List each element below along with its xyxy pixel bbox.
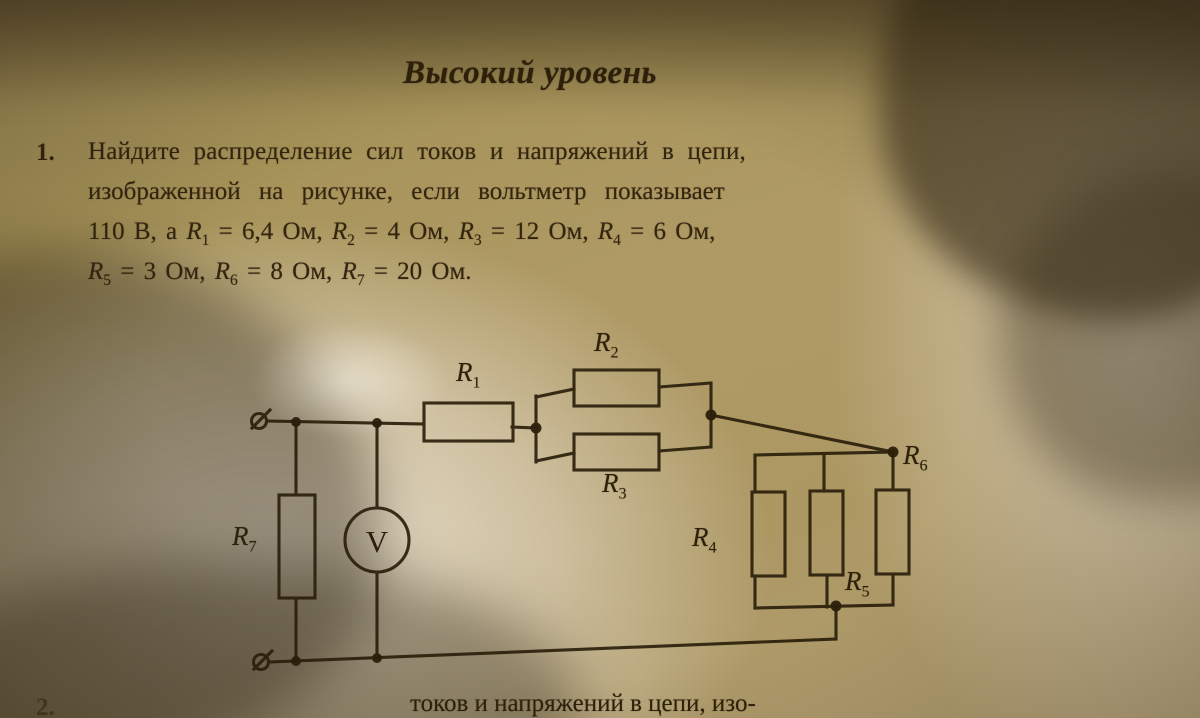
r4-symbol: R [598, 218, 613, 245]
junction-dot-parallel-bottom [830, 600, 842, 612]
problem-number: 1. [36, 139, 55, 167]
r5-subscript: 5 [103, 272, 111, 289]
problem-line-4: R5 = 3 Ом, R6 = 8 Ом, R7 = 20 Ом. [88, 258, 472, 290]
r4-value: = 6 Ом, [630, 218, 715, 245]
resistor-r1-body [422, 401, 515, 443]
label-r7: R7 [232, 521, 257, 556]
wire-to-r2-left [534, 387, 576, 399]
problem-line-3: 110 В, а R1 = 6,4 Ом, R2 = 4 Ом, R3 = 12… [88, 218, 715, 250]
label-r3: R3 [602, 468, 627, 503]
wire-r3-right [657, 445, 713, 453]
r3-symbol: R [459, 218, 474, 245]
label-r4: R4 [692, 522, 717, 557]
r1-subscript: 1 [202, 232, 210, 249]
next-problem-fragment: токов и напряжений в цепи, изо- [410, 690, 756, 718]
label-r5: R5 [845, 566, 870, 601]
page-title: Высокий уровень [0, 55, 1060, 92]
r7-subscript: 7 [357, 272, 365, 289]
r3-subscript: 3 [474, 232, 482, 249]
junction-dot-voltmeter-bottom [372, 653, 382, 663]
junction-dot-voltmeter-top [372, 418, 382, 428]
junction-dot-r7-bottom [291, 656, 301, 666]
wire-to-parallel-group [709, 413, 895, 454]
r6-symbol: R [215, 258, 230, 285]
wire-bottom-rail [267, 637, 838, 664]
label-r1: R1 [456, 357, 481, 392]
r2-value: = 4 Ом, [364, 218, 449, 245]
problem-line-2: изображенной на рисунке, если вольтметр … [88, 178, 725, 206]
wire-to-r3-left [534, 451, 576, 463]
r2-subscript: 2 [347, 232, 355, 249]
r6-subscript: 6 [230, 272, 238, 289]
wire-bottom-rail-parallel [753, 603, 895, 610]
voltmeter-reading-text: 110 В, а [88, 218, 177, 245]
voltmeter-circle [343, 506, 411, 574]
r1-value: = 6,4 Ом, [219, 218, 323, 245]
label-r6: R6 [903, 440, 928, 475]
junction-dot-r7-top [291, 417, 301, 427]
r5-symbol: R [88, 258, 103, 285]
problem-line-1: Найдите распределение сил токов и напряж… [88, 138, 746, 166]
r1-symbol: R [186, 218, 201, 245]
label-r2: R2 [594, 327, 619, 362]
r5-value: = 3 Ом, [120, 258, 205, 285]
r7-value: = 20 Ом. [374, 258, 472, 285]
wire-r2-right [657, 381, 713, 389]
next-problem-number: 2. [36, 694, 55, 718]
junction-dot-parallel-top [887, 446, 899, 458]
r4-subscript: 4 [613, 232, 621, 249]
voltmeter-letter: V [366, 524, 389, 559]
r7-symbol: R [342, 258, 357, 285]
r3-value: = 12 Ом, [491, 218, 589, 245]
r6-value: = 8 Ом, [247, 258, 332, 285]
resistor-r4-body [750, 490, 787, 578]
resistor-r7-body [277, 493, 317, 600]
junction-dot-r2r3-right [705, 409, 717, 421]
r2-symbol: R [332, 218, 347, 245]
junction-dot-r2r3-left [530, 422, 542, 434]
